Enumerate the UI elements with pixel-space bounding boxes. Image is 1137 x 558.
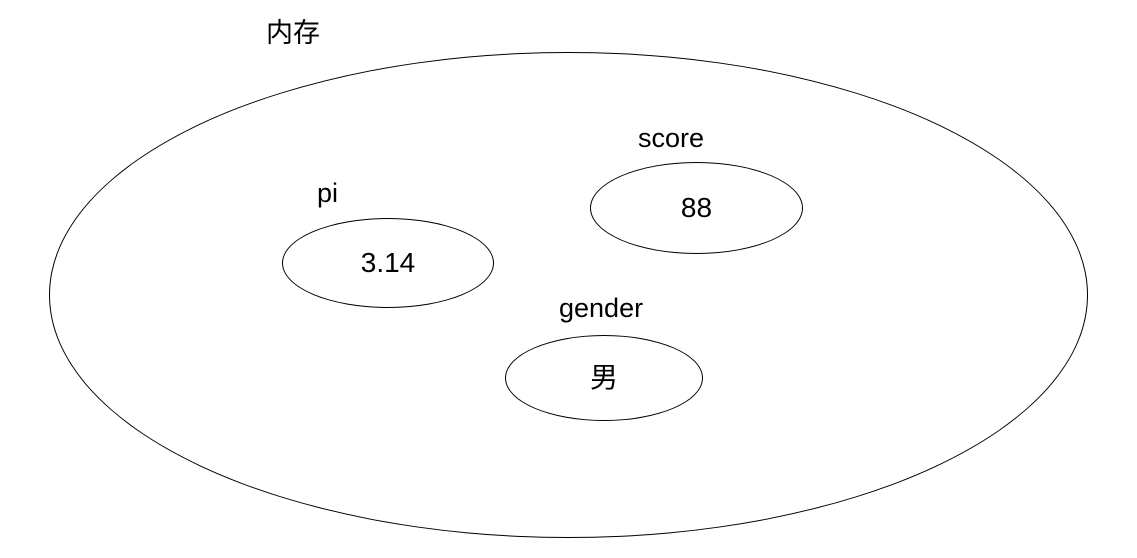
variable-ellipse-pi: 3.14 <box>282 218 494 308</box>
variable-label-gender: gender <box>559 293 644 323</box>
memory-label: 内存 <box>266 18 320 48</box>
variable-ellipse-gender: 男 <box>505 335 703 421</box>
variable-value-pi: 3.14 <box>360 247 416 278</box>
variable-label-score: score <box>638 123 705 153</box>
variable-ellipse-score: 88 <box>590 162 803 254</box>
memory-ellipse <box>49 52 1088 538</box>
variable-value-score: 88 <box>680 192 713 223</box>
variable-label-pi: pi <box>317 178 339 208</box>
variable-value-gender: 男 <box>589 362 618 393</box>
